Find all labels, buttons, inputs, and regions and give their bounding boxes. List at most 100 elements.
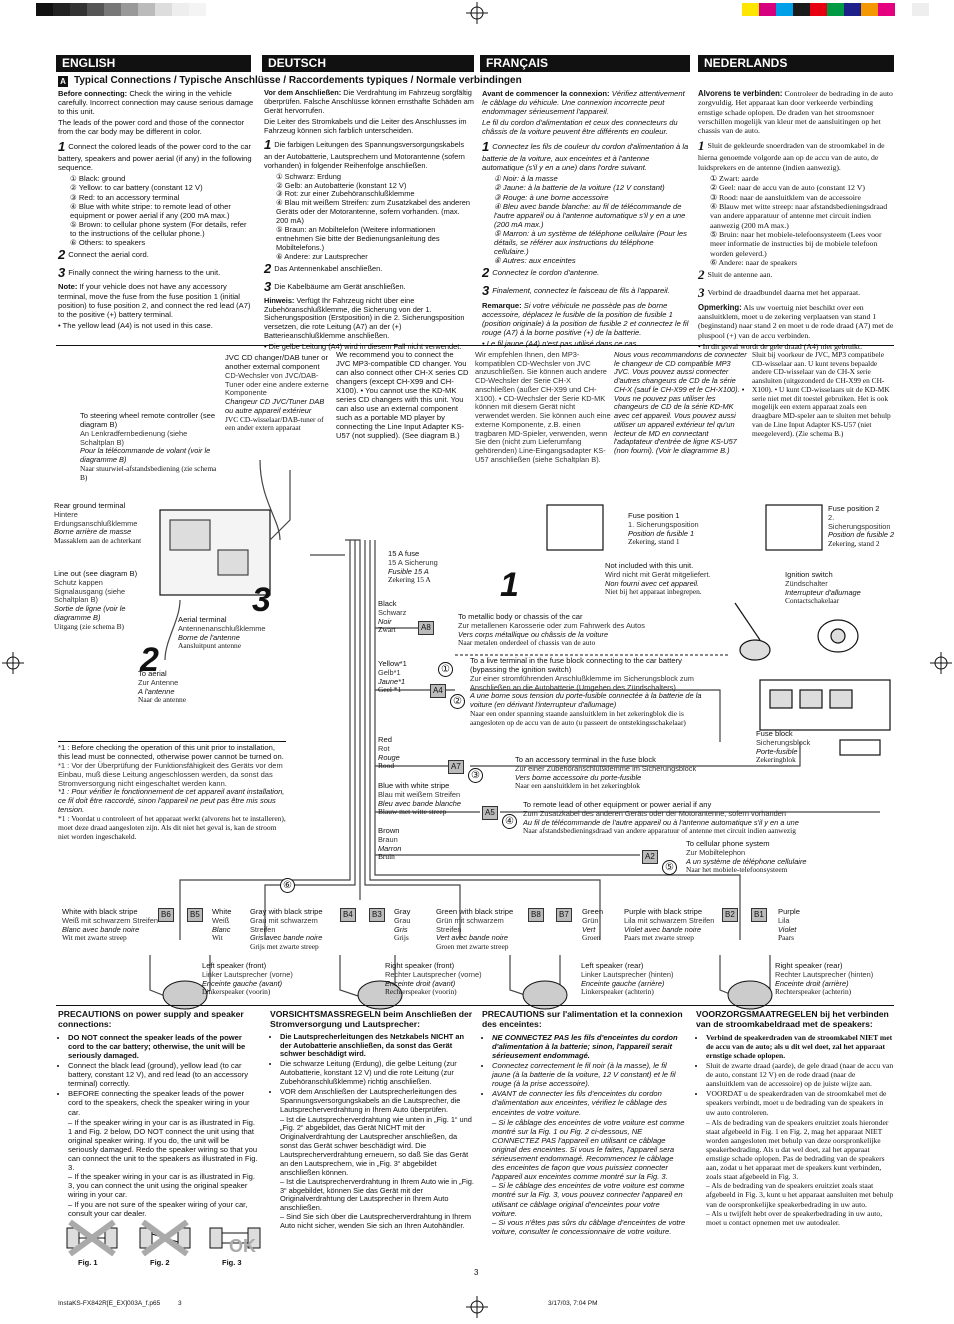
label-wire-white: White Weiß Blanc Wit [212, 907, 232, 943]
label-wire-gray-black: Gray with black stripe Grau mit schwarze… [250, 907, 323, 952]
nl-note-text: Als uw voertuig niet beschikt over een a… [698, 302, 894, 340]
fr-item-4: ④ Bleu avec bande blanche: au fil de tél… [494, 201, 686, 229]
label-fuse-15a: 15 A fuse 15 A Sicherung Fusible 15 A Ze… [388, 549, 438, 585]
color-bar [742, 3, 929, 19]
label-not-included: Not included with this unit. Wird nicht … [605, 561, 711, 597]
de-item-5: ⑤ Braun: an Mobiltelefon (Weitere inform… [276, 224, 440, 252]
tag-b2: B2 [722, 908, 738, 922]
nl-step1: Sluit de gekleurde snoerdraden van de st… [698, 140, 885, 172]
fr-before-text: Vérifiez attentivement le câblage du véh… [482, 89, 685, 117]
label-metal-chassis: To metallic body or chassis of the car Z… [458, 612, 645, 648]
tag-a7: A7 [448, 760, 464, 774]
circle-2: ② [450, 694, 465, 709]
recommend-nl: Sluit bij voorkeur de JVC, MP3 compatibe… [752, 350, 891, 438]
fr-item-1: ① Noir: à la masse [494, 174, 558, 184]
column-deutsch: Vor dem Anschließen: Die Verdrahtung im … [264, 88, 474, 352]
circle-4: ④ [502, 814, 517, 829]
label-steering-remote: To steering wheel remote controller (see… [80, 411, 217, 482]
fr-note-bullet: • Le fil jaune (A4) n'est pas utilisé da… [482, 339, 639, 349]
label-accessory-terminal: To an accessory terminal in the fuse blo… [515, 755, 697, 791]
label-wire-brown: Brown Braun Marron Bruin [378, 826, 402, 862]
label-wire-purple: Purple Lila Violet Paars [778, 907, 800, 943]
en-leads-text: The leads of the power cord and those of… [58, 118, 245, 137]
tag-b7: B7 [556, 908, 572, 922]
nl-item-6: ⑥ Andere: naar de speakers [710, 258, 798, 268]
label-wire-red: Red Rot Rouge Rood [378, 735, 400, 771]
en-item-6: ⑥ Others: to speakers [70, 238, 146, 248]
label-live-terminal: To a live terminal in the fuse block con… [470, 656, 702, 727]
tag-b1: B1 [751, 908, 767, 922]
figure-number-1: 1 [500, 566, 519, 604]
nl-item-1: ① Zwart: aarde [710, 174, 759, 183]
page-number: 3 [474, 1268, 479, 1277]
de-before-lead: Vor dem Anschließen: [264, 88, 342, 97]
column-nederlands: Alvorens te verbinden: Controleer de bed… [698, 89, 894, 351]
label-wire-white-black: White with black stripe Weiß mit schwarz… [62, 907, 158, 943]
nl-note-lead: Opmerking: [698, 302, 742, 312]
label-left-speaker-front: Left speaker (front) Linker Lautsprecher… [202, 961, 293, 997]
fig-1-caption: Fig. 1 [78, 1258, 98, 1267]
label-wire-black: Black Schwarz Noir Zwart [378, 599, 407, 635]
fr-step1: Connectez les fils de couleur du cordon … [482, 141, 689, 173]
en-note-lead: Note: [58, 282, 78, 292]
circle-3: ③ [468, 768, 483, 783]
fr-note-text: Si votre véhicule ne possède pas de born… [482, 300, 689, 337]
label-rear-ground: Rear ground terminal Hintere Erdungsansc… [54, 501, 142, 546]
label-fuse-position-2: Fuse position 2 2. Sicherungsposition Po… [828, 504, 895, 549]
circle-1: ① [438, 662, 453, 677]
section-title: Typical Connections / Typische Anschlüss… [74, 75, 522, 86]
label-fuse-position-1: Fuse position 1 1. Sicherungsposition Po… [628, 511, 699, 547]
precautions-en-title: PRECAUTIONS on power supply and speaker … [58, 1009, 244, 1030]
fr-leads-text: Le fil du cordon d'alimentation et ceux … [482, 118, 678, 137]
registration-mark-icon [930, 652, 952, 674]
fig-2-caption: Fig. 2 [150, 1258, 170, 1267]
en-item-5: ⑤ Brown: to cellular phone system (For d… [70, 219, 247, 239]
fig-1-wrong-wiring-icon [66, 1220, 118, 1256]
figure-number-3: 3 [252, 581, 271, 619]
fr-item-6: ⑥ Autres: aux enceintes [494, 256, 576, 266]
tag-a5: A5 [482, 806, 498, 820]
precautions-nl-title: VOORZORGSMAATREGELEN bij het verbinden v… [696, 1009, 889, 1030]
header-english: ENGLISH [56, 55, 251, 72]
precautions-de-title: VORSICHTSMASSREGELN beim Anschließen der… [270, 1009, 473, 1030]
label-ignition-switch: Ignition switch Zündschalter Interrupteu… [785, 570, 861, 606]
precautions-deutsch: VORSICHTSMASSREGELN beim Anschließen der… [270, 1009, 474, 1231]
label-right-speaker-rear: Right speaker (rear) Rechter Lautspreche… [775, 961, 874, 997]
de-note-text: Verfügt Ihr Fahrzeug nicht über eine Zub… [264, 295, 465, 341]
grayscale-bar [36, 3, 206, 19]
column-english: Before connecting: Check the wiring in t… [58, 89, 254, 330]
label-to-aerial: To aerial Zur Antenne A l'antenne Naar d… [138, 669, 187, 705]
en-before-text: Check the wiring in the vehicle carefull… [58, 89, 254, 117]
label-wire-yellow: Yellow*1 Gelb*1 Jaune*1 Geel *1 [378, 659, 407, 695]
figure-number-2: 2 [140, 641, 159, 679]
label-jvc-cd-changer: JVC CD changer/DAB tuner or another exte… [225, 353, 329, 433]
label-wire-blue-white: Blue with white stripe Blau mit weißem S… [378, 781, 462, 817]
column-francais: Avant de commencer la connexion: Vérifie… [482, 89, 689, 349]
de-item-4: ④ Blau mit weißem Streifen: zum Zusatzka… [276, 198, 470, 226]
en-step3: Finally connect the wiring harness to th… [68, 267, 221, 277]
diagram-frame [56, 345, 894, 1006]
en-item-2: ② Yellow: to car battery (constant 12 V) [70, 183, 203, 193]
circle-6: ⑥ [280, 878, 295, 893]
wiring-diagram [149, 459, 891, 1010]
en-step1: Connect the colored leads of the power c… [58, 141, 252, 173]
fr-item-2: ② Jaune: à la batterie de la voiture (12… [494, 183, 665, 193]
en-item-4: ④ Blue with white stripe: to remote lead… [70, 201, 231, 220]
de-note-lead: Hinweis: [264, 295, 295, 305]
registration-mark-icon [466, 2, 488, 24]
precautions-english: PRECAUTIONS on power supply and speaker … [58, 1009, 258, 1218]
precautions-divider [56, 1005, 894, 1006]
nl-before-text: Controleer de bedrading in de auto zorgv… [698, 89, 893, 136]
fr-item-3: ③ Rouge: à une borne accessoire [494, 192, 609, 202]
label-wire-green-black: Green with black stripe Grün mit schwarz… [436, 907, 514, 952]
en-step2: Connect the aerial cord. [68, 250, 149, 260]
circle-5: ⑤ [662, 860, 677, 875]
en-before-lead: Before connecting: [58, 89, 128, 98]
de-step1: Die farbigen Leitungen des Spannungsvers… [264, 140, 465, 170]
label-fuse-block: Fuse block Sicherungsblock Porte-fusible… [756, 729, 811, 765]
label-aerial-terminal: Aerial terminal Antennenanschlußklemme B… [178, 615, 266, 651]
de-step3: Die Kabelbäume am Gerät anschließen. [274, 282, 406, 292]
label-right-speaker-front: Right speaker (front) Rechter Lautsprech… [385, 961, 482, 997]
recommend-de: Wir empfehlen Ihnen, den MP3-kompatiblen… [475, 350, 611, 464]
label-line-out: Line out (see diagram B) Schutz kappen S… [54, 569, 138, 631]
